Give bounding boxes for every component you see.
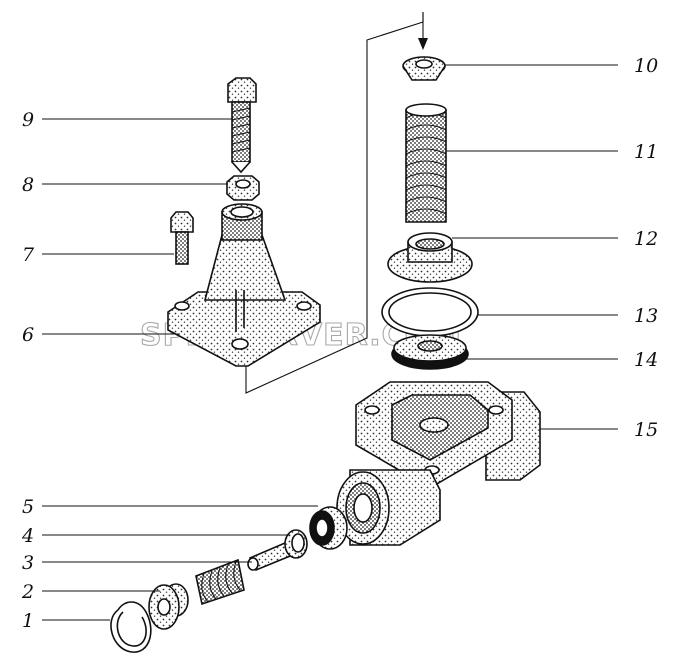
part-13-gasket bbox=[381, 287, 479, 337]
callout-7: 7 bbox=[22, 244, 35, 266]
callout-14: 14 bbox=[634, 349, 658, 371]
callout-11: 11 bbox=[634, 141, 658, 163]
callout-15: 15 bbox=[634, 419, 658, 441]
callout-6: 6 bbox=[22, 324, 34, 346]
part-12-spring-plate bbox=[387, 232, 473, 283]
callout-4: 4 bbox=[21, 525, 34, 547]
callout-13: 13 bbox=[634, 305, 658, 327]
callout-1: 1 bbox=[22, 610, 34, 632]
callout-2: 2 bbox=[21, 581, 34, 603]
part-11-spring bbox=[405, 103, 447, 223]
callout-5: 5 bbox=[22, 496, 34, 518]
callout-3: 3 bbox=[22, 552, 34, 574]
part-7-small-bolt bbox=[170, 211, 194, 265]
part-14-diaphragm bbox=[391, 334, 469, 370]
part-6-cover bbox=[167, 203, 321, 367]
part-2-washer bbox=[148, 583, 189, 630]
callout-9: 9 bbox=[22, 109, 34, 131]
part-3-small-spring bbox=[195, 558, 245, 606]
leader-lines bbox=[42, 64, 618, 621]
callout-12: 12 bbox=[634, 228, 658, 250]
part-5-sleeve bbox=[309, 506, 348, 550]
part-4-valve-stem bbox=[247, 529, 308, 572]
callout-8: 8 bbox=[22, 174, 34, 196]
part-10-valve-cap bbox=[402, 56, 446, 81]
callout-10: 10 bbox=[634, 55, 658, 77]
part-1-retaining-ring bbox=[110, 601, 152, 653]
part-8-nut bbox=[226, 175, 260, 201]
part-9-bolt bbox=[227, 77, 257, 174]
assembly-guide-line bbox=[245, 12, 428, 394]
part-15-valve-body bbox=[336, 381, 541, 546]
